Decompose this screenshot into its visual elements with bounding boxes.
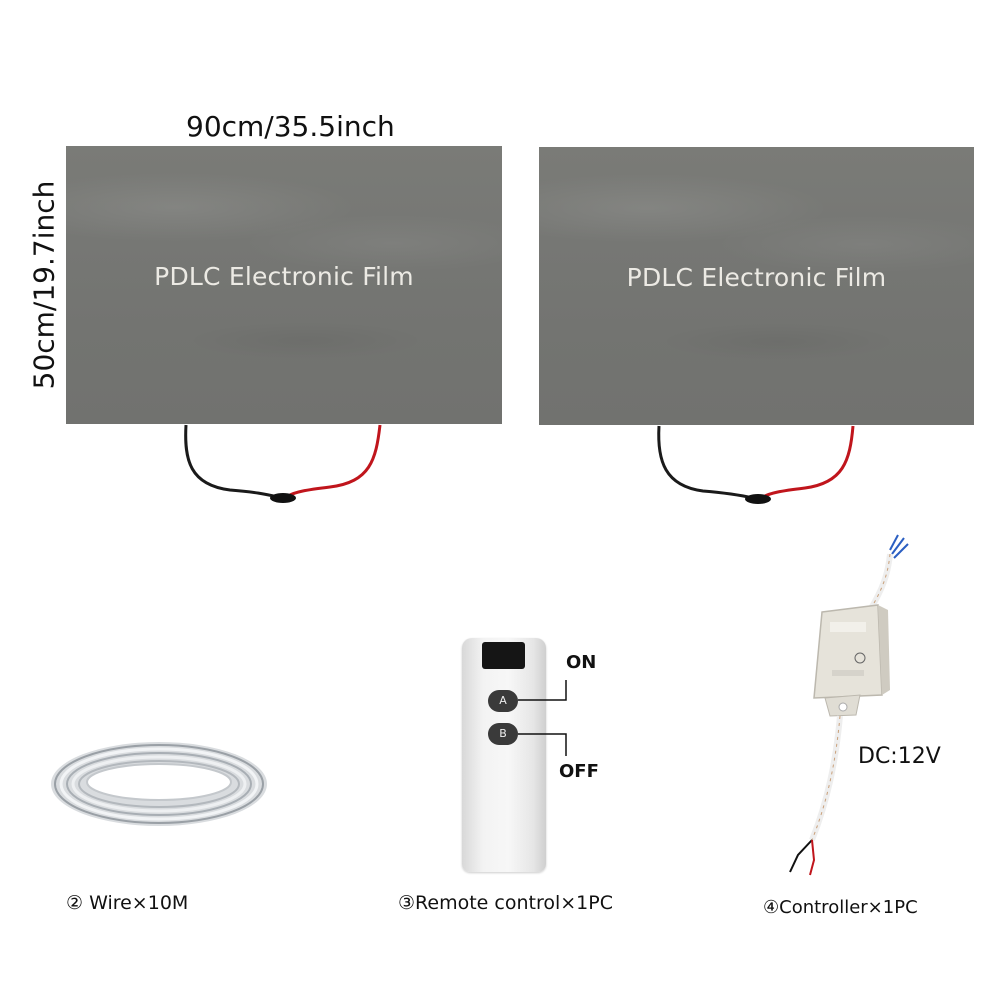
pdlc-film-panel-left: PDLC Electronic Film [66, 146, 502, 424]
on-callout-line [518, 680, 567, 701]
controller-caption: ④Controller×1PC [763, 897, 918, 918]
remote-button-a[interactable]: A [488, 690, 518, 712]
controller-image [789, 534, 909, 876]
remote-button-b[interactable]: B [488, 723, 518, 745]
on-label: ON [566, 652, 597, 673]
wire-coil-image [51, 742, 267, 826]
film-cable-right [657, 425, 855, 504]
width-dimension-label: 90cm/35.5inch [186, 110, 395, 143]
wire-caption: ② Wire×10M [66, 892, 189, 914]
off-callout-line [518, 733, 567, 756]
controller-voltage-label: DC:12V [858, 744, 941, 769]
film-cable-left [184, 424, 382, 503]
remote-control: A B [462, 638, 546, 872]
panel-label: PDLC Electronic Film [154, 262, 414, 291]
remote-caption: ③Remote control×1PC [398, 892, 613, 914]
off-label: OFF [559, 761, 599, 782]
remote-indicator-panel [482, 642, 525, 669]
panel-label: PDLC Electronic Film [626, 263, 887, 292]
height-dimension-text: 50cm/19.7inch [27, 180, 61, 390]
pdlc-film-panel-right: PDLC Electronic Film [539, 147, 974, 425]
